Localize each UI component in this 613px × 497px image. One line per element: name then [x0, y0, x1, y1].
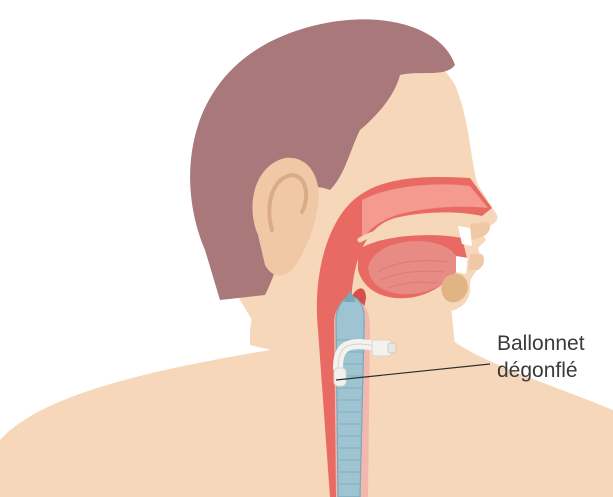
endotracheal-tube — [336, 297, 364, 497]
callout-label-line-2: dégonflé — [497, 357, 613, 384]
upper-lip — [470, 222, 490, 240]
lower-lip — [468, 254, 484, 270]
callout-label-line-1: Ballonnet — [497, 330, 613, 357]
callout-label: Ballonnet dégonflé — [497, 330, 613, 384]
connector-cap — [388, 343, 396, 353]
lower-teeth — [456, 256, 468, 274]
deflated-balloon — [334, 368, 346, 386]
